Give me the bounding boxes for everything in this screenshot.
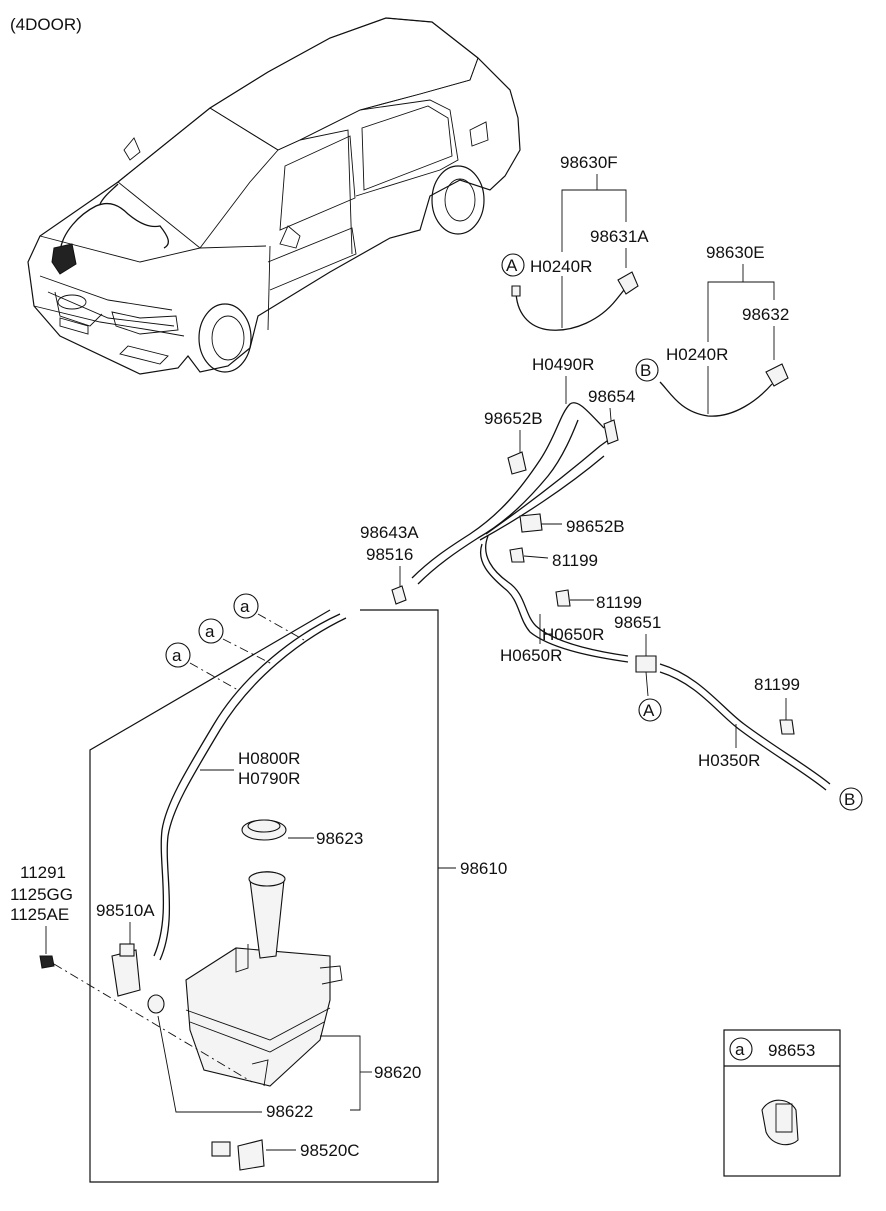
reservoir-box: 98610 H0800R H0790R 98623 98510A 11291 1…	[10, 609, 507, 1183]
nozzle-assembly-98630E: 98630E 98632 H0240R B	[635, 243, 789, 417]
car-illustration	[27, 17, 521, 375]
svg-text:A: A	[643, 701, 655, 720]
callout-A-upper	[501, 253, 525, 277]
label-H0790R: H0790R	[238, 769, 300, 788]
label-98652B-upper: 98652B	[484, 409, 543, 428]
label-98643A: 98643A	[360, 523, 419, 542]
label-98632: 98632	[742, 305, 789, 324]
callout-a-1: a	[240, 597, 250, 616]
label-98631A: 98631A	[590, 227, 649, 246]
svg-text:B: B	[640, 361, 651, 380]
variant-label: (4DOOR)	[10, 15, 82, 34]
callout-A-lower	[638, 698, 662, 722]
callout-B-upper	[635, 358, 659, 382]
label-81199-first: 81199	[552, 551, 598, 570]
label-81199-third: 81199	[754, 675, 800, 694]
nozzle-assembly-98630F: 98630F 98631A H0240R A	[501, 153, 649, 331]
clip-callouts: a a a	[165, 593, 305, 691]
label-98651: 98651	[614, 613, 661, 632]
clip-legend-box: a 98653	[723, 1029, 841, 1177]
label-11291: 11291	[20, 863, 66, 882]
label-H0240R-upper: H0240R	[530, 257, 592, 276]
label-1125AE: 1125AE	[10, 905, 69, 924]
label-98623: 98623	[316, 829, 363, 848]
label-H0800R: H0800R	[238, 749, 300, 768]
callout-a-3: a	[172, 646, 182, 665]
svg-text:A: A	[506, 256, 518, 275]
label-98610: 98610	[460, 859, 507, 878]
label-81199-second: 81199	[596, 593, 642, 612]
label-98520C: 98520C	[300, 1141, 360, 1160]
washer-hoses: H0490R 98654 98652B 98643A 98516 98652B …	[360, 355, 863, 811]
label-H0650R-hose: H0650R	[542, 625, 604, 644]
label-H0490R: H0490R	[532, 355, 594, 374]
label-1125GG: 1125GG	[10, 885, 73, 904]
legend-symbol: a	[735, 1040, 745, 1059]
label-98510A: 98510A	[96, 901, 155, 920]
label-H0350R: H0350R	[698, 751, 760, 770]
legend-part-number: 98653	[768, 1041, 815, 1060]
label-98516: 98516	[366, 545, 413, 564]
label-98620: 98620	[374, 1063, 421, 1082]
label-H0240R-lower: H0240R	[666, 345, 728, 364]
label-98630E: 98630E	[706, 243, 765, 262]
callout-a-2: a	[205, 622, 215, 641]
label-98622: 98622	[266, 1102, 313, 1121]
label-98654: 98654	[588, 387, 635, 406]
callout-B-lower	[839, 787, 863, 811]
svg-text:B: B	[844, 790, 855, 809]
label-98630F: 98630F	[560, 153, 618, 172]
label-98652B-lower: 98652B	[566, 517, 625, 536]
label-H0650R: H0650R	[500, 646, 562, 665]
